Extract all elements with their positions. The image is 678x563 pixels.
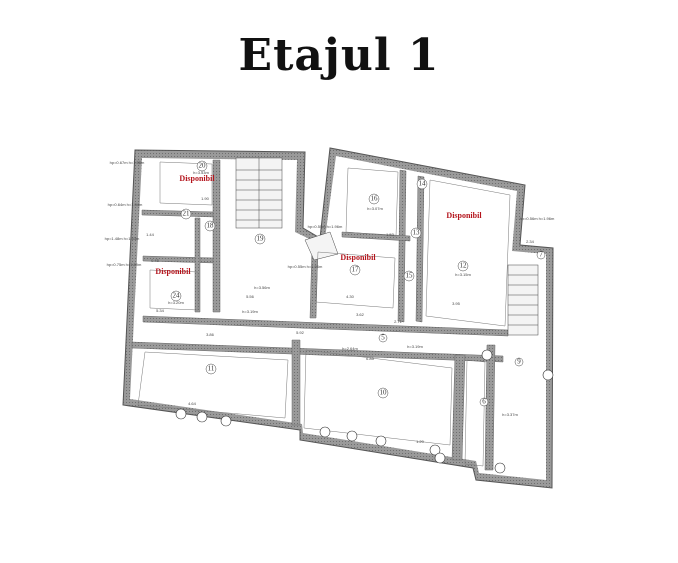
room-17: 17 <box>349 264 361 276</box>
svg-text:4.30: 4.30 <box>346 294 355 299</box>
svg-text:hp=0.75m h=1.89m: hp=0.75m h=1.89m <box>107 262 142 267</box>
room-24: 24 <box>170 290 182 302</box>
page-title: Etajul 1 <box>238 30 440 81</box>
room-21: 21 <box>180 208 192 220</box>
available-label-20: Disponibil <box>179 174 215 183</box>
svg-text:hp=0.64m h=1.94m: hp=0.64m h=1.94m <box>108 202 143 207</box>
svg-text:hp=0.55m h=1.96m: hp=0.55m h=1.96m <box>308 224 343 229</box>
svg-text:2.71: 2.71 <box>394 319 403 324</box>
available-label-12: Disponibil <box>446 211 482 220</box>
svg-text:24: 24 <box>173 292 181 300</box>
svg-text:h=3.19m: h=3.19m <box>242 309 258 314</box>
room-outlines <box>137 161 511 467</box>
room-20: 20 <box>196 160 208 172</box>
svg-text:13: 13 <box>413 229 421 237</box>
svg-text:3.62: 3.62 <box>356 312 365 317</box>
svg-text:9: 9 <box>517 358 521 366</box>
svg-text:0.45: 0.45 <box>151 258 160 263</box>
room-14: 14 <box>416 178 428 190</box>
room-16: 16 <box>368 193 380 205</box>
room-11: 11 <box>205 363 217 375</box>
svg-text:5.92: 5.92 <box>296 330 305 335</box>
room-5: 5 <box>378 334 388 343</box>
svg-text:16: 16 <box>371 195 379 203</box>
room-12: 12 <box>457 260 469 272</box>
room-10: 10 <box>377 387 389 399</box>
svg-text:7: 7 <box>539 251 543 259</box>
svg-text:1.53: 1.53 <box>386 232 395 237</box>
svg-text:h=3.56m: h=3.56m <box>254 285 270 290</box>
room-6: 6 <box>479 398 489 407</box>
svg-text:5.34: 5.34 <box>156 308 165 313</box>
svg-text:18: 18 <box>207 222 215 230</box>
svg-text:5.56: 5.56 <box>246 294 255 299</box>
svg-text:h=3.19m: h=3.19m <box>407 344 423 349</box>
svg-text:6: 6 <box>482 398 486 406</box>
svg-text:h=2.64m: h=2.64m <box>342 346 358 351</box>
door-swings <box>175 349 554 474</box>
svg-text:h=3.53m: h=3.53m <box>193 170 209 175</box>
svg-text:h=3.20m: h=3.20m <box>168 300 184 305</box>
svg-text:5: 5 <box>381 334 385 342</box>
svg-text:hp=0.56m h=1.96m: hp=0.56m h=1.96m <box>520 216 555 221</box>
svg-text:10: 10 <box>380 389 388 397</box>
svg-text:2.34: 2.34 <box>526 239 535 244</box>
svg-text:15: 15 <box>406 272 414 280</box>
svg-text:3.86: 3.86 <box>206 332 215 337</box>
room-7: 7 <box>536 251 546 260</box>
svg-text:1.20: 1.20 <box>416 439 425 444</box>
svg-text:hp=0.67m h=1.98m: hp=0.67m h=1.98m <box>110 160 145 165</box>
svg-text:h=3.37m: h=3.37m <box>502 412 518 417</box>
svg-text:3.95: 3.95 <box>452 301 461 306</box>
svg-text:19: 19 <box>257 235 265 243</box>
svg-text:hp=0.55m h=1.96m: hp=0.55m h=1.96m <box>288 264 323 269</box>
room-9: 9 <box>514 358 524 367</box>
room-18: 18 <box>204 220 216 232</box>
svg-text:21: 21 <box>183 210 191 218</box>
svg-text:1.44: 1.44 <box>146 232 155 237</box>
svg-text:1.90: 1.90 <box>201 196 210 201</box>
dimension-labels: hp=0.67m h=1.98m h=3.53m hp=0.64m h=1.94… <box>105 160 555 444</box>
svg-text:4.64: 4.64 <box>188 401 197 406</box>
available-labels: Disponibil Disponibil Disponibil Disponi… <box>155 174 482 276</box>
room-numbers: 20 21 18 19 24 11 10 16 14 13 15 17 12 5… <box>170 160 546 407</box>
svg-text:20: 20 <box>199 162 207 170</box>
svg-text:h=3.07m: h=3.07m <box>367 206 383 211</box>
svg-text:12: 12 <box>460 262 468 270</box>
available-label-24: Disponibil <box>155 267 191 276</box>
svg-text:h=3.15m: h=3.15m <box>455 272 471 277</box>
svg-text:11: 11 <box>208 365 215 373</box>
available-label-17: Disponibil <box>340 253 376 262</box>
room-13: 13 <box>410 227 422 239</box>
svg-text:17: 17 <box>352 266 360 274</box>
room-15: 15 <box>403 270 415 282</box>
svg-text:hp=1.48m h=1.53m: hp=1.48m h=1.53m <box>105 236 140 241</box>
interior-floor <box>130 156 546 480</box>
room-19: 19 <box>254 233 266 245</box>
svg-text:14: 14 <box>419 180 427 188</box>
svg-text:6.85: 6.85 <box>366 356 375 361</box>
